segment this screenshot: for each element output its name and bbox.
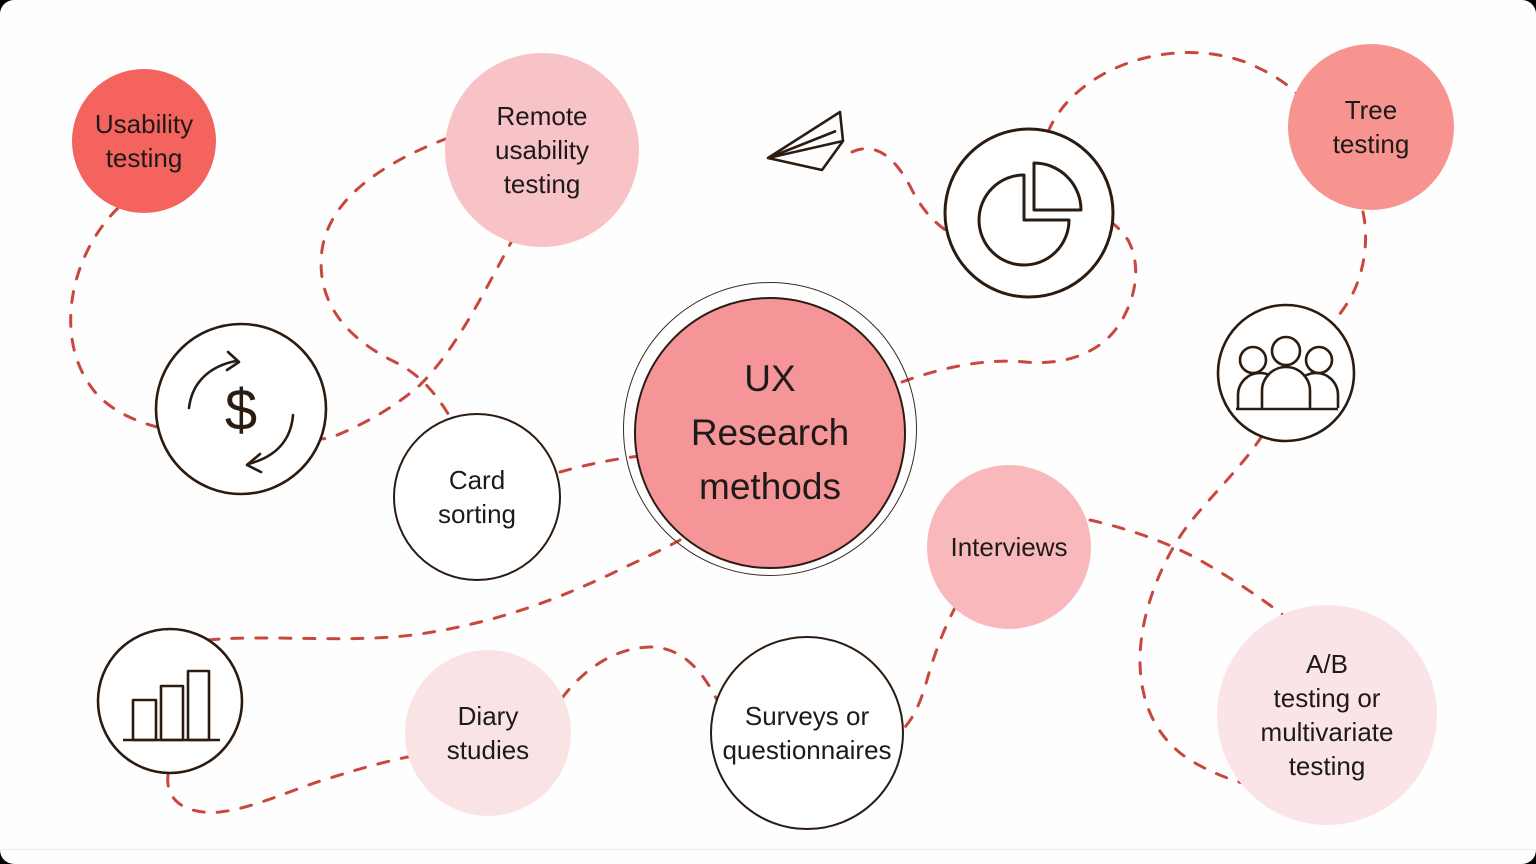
node-usability-testing: Usability testing — [72, 69, 216, 213]
node-remote-usability-testing: Remote usability testing — [445, 53, 639, 247]
dollar-cycle-icon: $ — [154, 322, 328, 496]
node-card-sorting: Card sorting — [393, 413, 561, 581]
node-ux-research-methods: UX Research methods — [634, 297, 906, 569]
node-interviews: Interviews — [927, 465, 1091, 629]
dollar-glyph: $ — [225, 378, 257, 443]
pie-chart-icon — [943, 127, 1115, 299]
node-diary-studies: Diary studies — [405, 650, 571, 816]
center-node-outer-ring — [623, 282, 917, 576]
node-surveys-questionnaires: Surveys or questionnaires — [710, 636, 904, 830]
paper-plane-icon — [766, 110, 845, 172]
node-tree-testing: Tree testing — [1288, 44, 1454, 210]
bottom-divider — [0, 849, 1536, 850]
bar-chart-icon — [96, 627, 244, 775]
people-icon — [1216, 303, 1356, 443]
node-ab-multivariate-testing: A/B testing or multivariate testing — [1217, 605, 1437, 825]
dashed-connector-path — [69, 51, 1367, 814]
